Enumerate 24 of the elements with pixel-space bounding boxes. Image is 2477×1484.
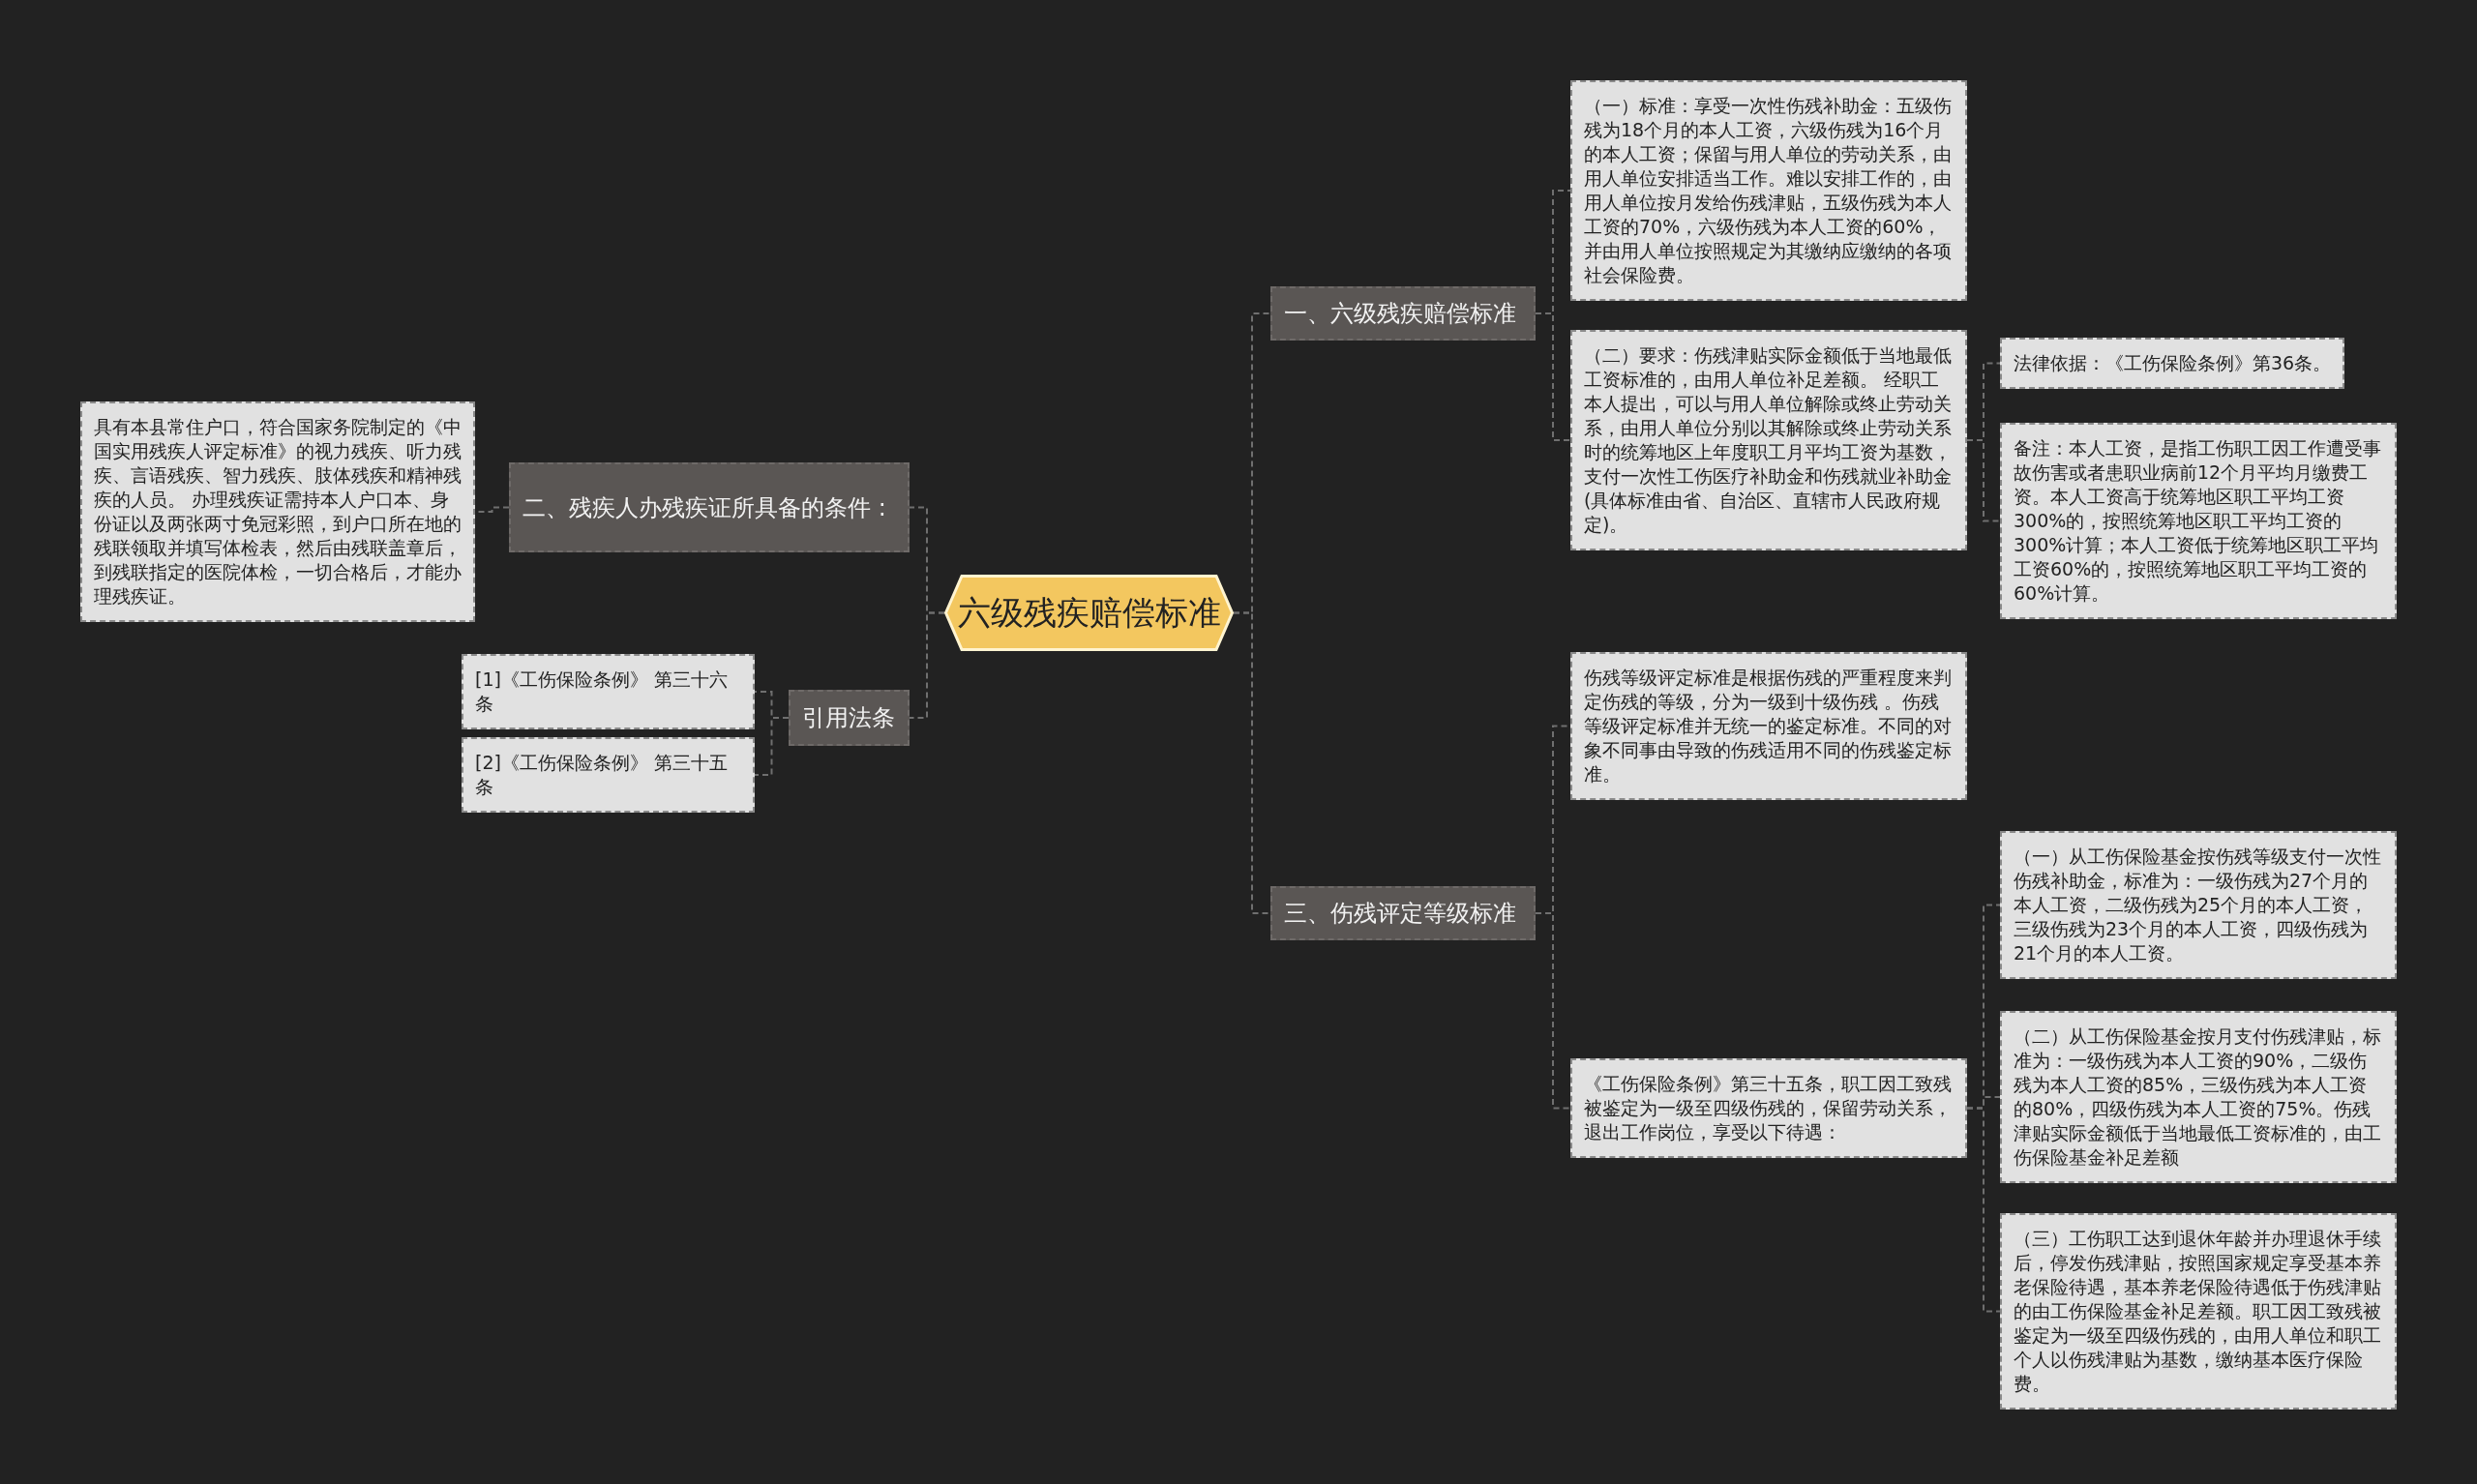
detail-card: 具有本县常住户口，符合国家务院制定的《中国实用残疾人评定标准》的视力残疾、听力残疾、言语残疾、智力残疾、肢体残疾和精神残疾的人员。 办理残疾证需持本人户口本、身份证以及两张两寸免冠彩照，到户口所在地的残联领取并填写体检表，然后由残联盖章后，到残联指定的医院体检，一切合格后，才能办理残疾证。 [80,401,475,622]
branch-topic: 二、残疾人办残疾证所具备的条件 : [509,462,910,552]
branch-topic: 一、六级残疾赔偿标准 [1270,286,1536,341]
detail-card: [2]《工伤保险条例》 第三十五条 [462,737,755,813]
detail-card: 伤残等级评定标准是根据伤残的严重程度来判定伤残的等级，分为一级到十级伤残 。伤残等级评定标准并无统一的鉴定标准。不同的对象不同事由导致的伤残适用不同的伤残鉴定标准。 [1570,652,1967,800]
detail-card: （三）工伤职工达到退休年龄并办理退休手续后，停发伤残津贴，按照国家规定享受基本养老保险待遇，基本养老保险待遇低于伤残津贴的由工伤保险基金补足差额。职工因工致残被鉴定为一级至四级伤残的，由用人单位和职工个人以伤残津贴为基数，缴纳基本医疗保险费。 [2000,1213,2397,1410]
branch-topic: 引用法条 [789,690,910,746]
connector-line [1966,439,2001,522]
connector-line [754,717,790,776]
detail-card: （二）从工伤保险基金按月支付伤残津贴，标准为：一级伤残为本人工资的90%，二级伤残为本人工资的85%，三级伤残为本人工资的80%，四级伤残为本人工资的75%。伤残津贴实际金额低于当地最低工资标准的，由工伤保险基金补足差额 [2000,1011,2397,1183]
detail-card: 法律依据：《工伤保险条例》第36条。 [2000,338,2344,389]
connector-line [1966,1107,2001,1313]
detail-card: （一）标准：享受一次性伤残补助金：五级伤残为18个月的本人工资，六级伤残为16个月的本人工资；保留与用人单位的劳动关系，由用人单位安排适当工作。难以安排工作的，由用人单位按月发给伤残津贴，五级伤残为本人工资的70%，六级伤残为本人工资的60%，并由用人单位按照规定为其缴纳应缴纳的各项社会保险费。 [1570,80,1967,301]
branch-topic: 三、伤残评定等级标准 [1270,886,1536,940]
connector-line [909,611,945,719]
detail-card: [1]《工伤保险条例》 第三十六条 [462,654,755,729]
connector-line [1535,912,1571,1110]
detail-card: 《工伤保险条例》第三十五条，职工因工致残被鉴定为一级至四级伤残的，保留劳动关系，退出工作岗位，享受以下待遇： [1570,1058,1967,1158]
central-topic: 六级残疾赔偿标准 [944,575,1234,651]
detail-card: 备注：本人工资，是指工伤职工因工作遭受事故伤害或者患职业病前12个月平均月缴费工资。本人工资高于统筹地区职工平均工资300%的，按照统筹地区职工平均工资的300%计算；本人工资低于统筹地区职工平均工资60%的，按照统筹地区职工平均工资的60%计算。 [2000,423,2397,619]
connector-line [1535,312,1571,441]
detail-card: （二）要求：伤残津贴实际金额低于当地最低工资标准的，由用人单位补足差额。 经职工本人提出，可以与用人单位解除或终止劳动关系，由用人单位分别以其解除或终止劳动关系时的统筹地区上年度职工月平均工资为基数，支付一次性工伤医疗补助金和伤残就业补助金(具体标准由省、自治区、直辖市人民政府规定)。 [1570,330,1967,550]
detail-card: （一）从工伤保险基金按伤残等级支付一次性伤残补助金，标准为：一级伤残为27个月的本人工资，二级伤残为25个月的本人工资，三级伤残为23个月的本人工资，四级伤残为21个月的本人工资。 [2000,831,2397,979]
connector-line [1233,611,1271,914]
